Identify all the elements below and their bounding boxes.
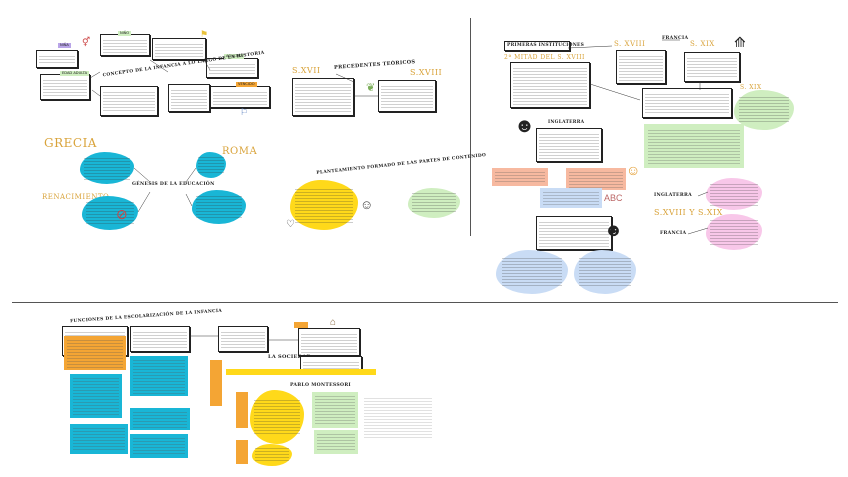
tag-vencido: VENCIDO xyxy=(236,82,257,87)
society-yellow-strip xyxy=(226,369,376,375)
genesis-grecia-blob xyxy=(80,152,134,184)
institutions-note-3 xyxy=(684,52,740,82)
precedents-sxviii: S.XVIII xyxy=(410,68,443,77)
horizontal-divider xyxy=(12,302,838,303)
institutions-green-panel xyxy=(644,124,744,168)
institutions-green-blob xyxy=(734,90,794,130)
montessori-orange-bar-2 xyxy=(236,440,248,464)
concept-note-6 xyxy=(100,86,158,116)
montessori-notes xyxy=(364,398,432,438)
precedents-sxvii: S.XVII xyxy=(292,66,321,75)
tag-nina: NIÑA xyxy=(58,43,71,48)
tag-adultez: ADULTEZ xyxy=(224,54,245,59)
institutions-sxix: S. XIX xyxy=(690,40,715,48)
genesis-roma-blob xyxy=(196,152,226,178)
genesis-extra-blob xyxy=(192,190,246,224)
institutions-note-6 xyxy=(536,216,612,250)
institutions-blue-1 xyxy=(540,188,602,208)
institutions-note-5 xyxy=(536,128,602,162)
genesis-renacimiento: RENACIMIENTO xyxy=(42,193,110,201)
institutions-note-2 xyxy=(616,50,666,84)
concept-note-3 xyxy=(152,38,206,60)
genesis-roma: ROMA xyxy=(222,146,258,157)
abc-icon: ABC xyxy=(604,193,623,203)
institutions-title-box xyxy=(504,41,570,51)
kids-icon: ☺ xyxy=(360,197,374,212)
portrait-icon-2: ☻ xyxy=(604,220,623,240)
genesis-title: GÉNESIS DE LA EDUCACIÓN xyxy=(132,182,215,187)
concept-note-2 xyxy=(100,34,150,56)
institutions-salmon-1 xyxy=(492,168,548,186)
institutions-inglaterra: INGLATERRA xyxy=(548,120,585,125)
society-orange-tag xyxy=(294,322,308,328)
montessori-green-1 xyxy=(312,392,358,428)
functions-cyan-2 xyxy=(70,374,122,418)
institutions-pink-2 xyxy=(706,214,762,250)
montessori-orange-bar xyxy=(236,392,248,428)
genesis-renacimiento-blob xyxy=(82,196,138,230)
concept-note-1 xyxy=(36,50,78,68)
institutions-salmon-2 xyxy=(566,168,626,190)
institutions-francia-2: FRANCIA xyxy=(660,231,687,236)
institutions-pink-1 xyxy=(706,178,762,210)
institutions-sxix-b: S. XIX xyxy=(740,84,762,91)
flag-icon: ⚐ xyxy=(240,107,249,117)
concept-note-5 xyxy=(40,74,90,100)
institutions-sxviii: S. XVIII xyxy=(614,40,646,48)
institutions-note-4 xyxy=(642,88,732,118)
approach-yellow-blob xyxy=(290,180,358,230)
child-icon: ☺ xyxy=(626,162,641,178)
precedents-note-left xyxy=(292,78,354,116)
institutions-francia: FRANCIA xyxy=(662,36,689,41)
institutions-title: PRIMERAS INSTITUCIONES xyxy=(507,43,585,48)
school-icon: ⌂ xyxy=(330,317,337,328)
plant-icon: ❦ xyxy=(366,82,376,94)
eiffel-icon: ⟰ xyxy=(734,34,746,50)
tag-nino: NIÑO xyxy=(118,31,132,36)
montessori-title: PABLO MONTESSORI xyxy=(290,383,351,388)
institutions-sxviii-sxix: S.XVIII Y S.XIX xyxy=(654,208,723,217)
montessori-yellow-blob xyxy=(250,390,304,444)
institutions-inglaterra-2: INGLATERRA xyxy=(654,193,692,198)
heart-icon: ♡ xyxy=(286,219,295,230)
society-orange-bar xyxy=(210,360,222,406)
institutions-note-1 xyxy=(510,62,590,108)
functions-orange xyxy=(64,336,126,370)
institutions-blue-blob-1 xyxy=(496,250,568,294)
institutions-blue-blob-2 xyxy=(574,250,636,294)
vertical-divider xyxy=(470,18,471,236)
society-title: LA SOCIEDAD xyxy=(268,354,312,360)
crossed-icon: ⊘ xyxy=(116,206,128,222)
montessori-yellow-blob-2 xyxy=(252,444,292,466)
concept-note-7 xyxy=(168,84,210,112)
functions-cyan-4 xyxy=(130,408,190,430)
montessori-green-2 xyxy=(314,430,358,454)
functions-cyan-5 xyxy=(130,434,188,458)
precedents-note-right xyxy=(378,80,436,112)
gender-icon: ⚥ xyxy=(82,37,91,47)
society-note-1 xyxy=(218,326,268,352)
institutions-subtitle: 2ª MITAD DEL S. XVIII xyxy=(504,54,585,61)
functions-cyan-3 xyxy=(70,424,128,454)
sign-icon: ⚑ xyxy=(200,29,209,39)
approach-green-blob xyxy=(408,188,460,218)
genesis-grecia: GRECIA xyxy=(44,136,97,150)
society-note-2 xyxy=(298,328,360,356)
functions-cyan-1 xyxy=(130,356,188,396)
functions-note-2 xyxy=(130,326,190,352)
tag-edad-adulta: EDAD ADULTA xyxy=(60,71,90,76)
